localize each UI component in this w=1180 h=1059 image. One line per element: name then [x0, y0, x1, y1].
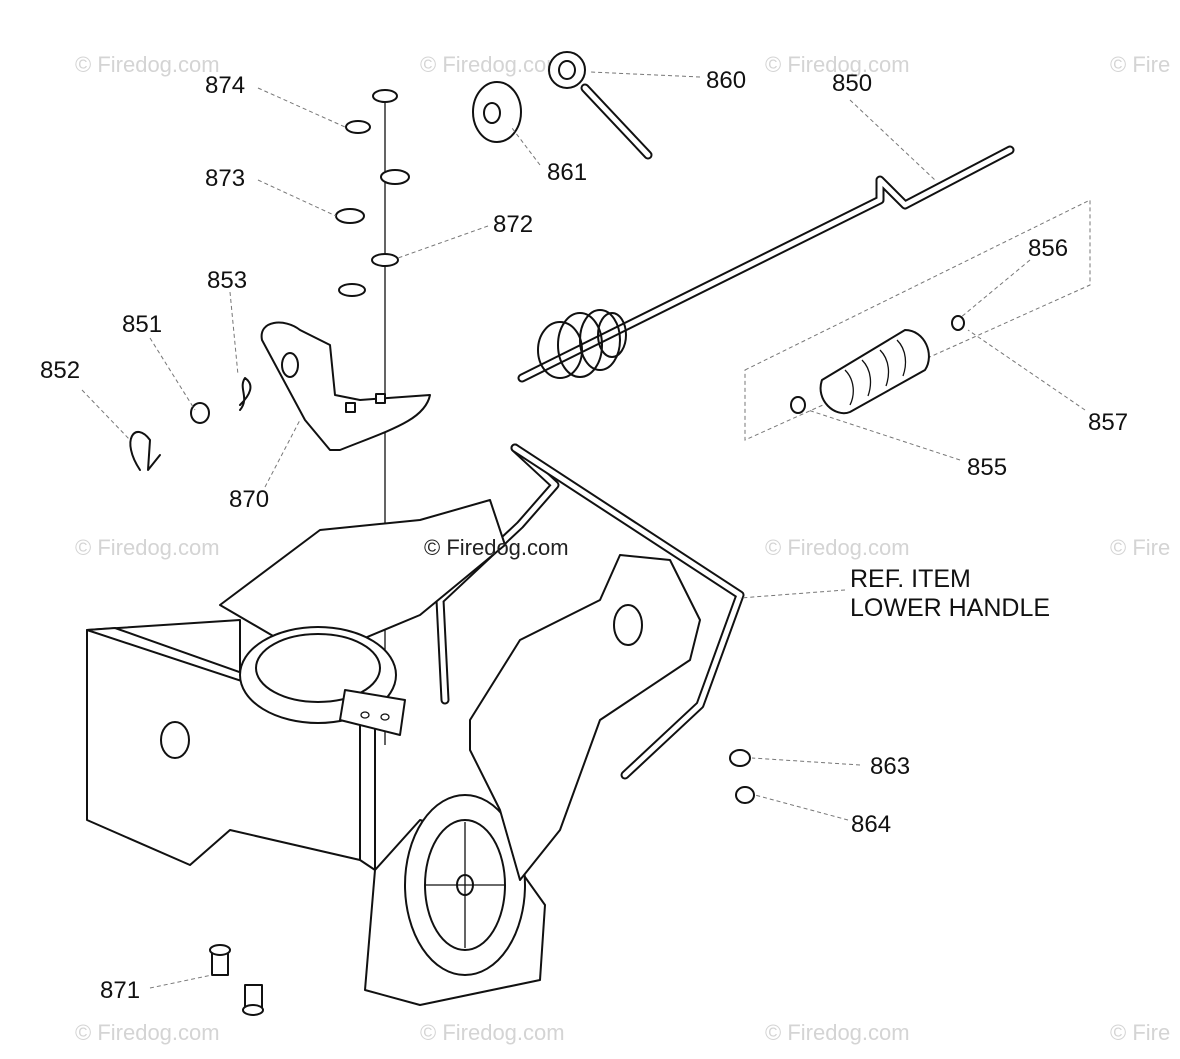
callout-labels: 874 873 872 853 851 852 870 861 860 850 …: [40, 67, 1128, 1004]
control-rod-850: [517, 145, 1015, 383]
bracket-870: [260, 321, 431, 451]
spacer-861: [472, 81, 522, 143]
washer-stack-low: [338, 283, 366, 297]
bolt-863: [729, 749, 751, 767]
nut-864: [735, 786, 755, 804]
callout-871: 871: [100, 977, 140, 1004]
nut-874: [372, 89, 398, 103]
watermark: © Fire: [1110, 1020, 1170, 1045]
eyebolt-860: [548, 51, 653, 160]
watermark: © Firedog.com: [765, 52, 910, 77]
washer-851: [190, 402, 210, 424]
reference-note-line1: REF. ITEM: [850, 565, 971, 593]
spring: [537, 309, 627, 379]
watermark: © Firedog.com: [75, 1020, 220, 1045]
watermark: © Fire: [1110, 52, 1170, 77]
washer-872: [371, 253, 399, 267]
callout-857: 857: [1088, 409, 1128, 436]
hardware-stack: [335, 89, 410, 297]
side-plate-hole: [613, 604, 643, 646]
washer-873b: [335, 208, 365, 224]
auger-housing: [86, 499, 701, 1006]
bolt-871: [209, 944, 264, 1016]
callout-874: 874: [205, 72, 245, 99]
watermark: © Fire: [1110, 535, 1170, 560]
watermark: © Firedog.com: [420, 52, 565, 77]
callout-861: 861: [547, 159, 587, 186]
washer-874: [345, 120, 371, 134]
callout-853: 853: [207, 267, 247, 294]
watermark-layer: © Firedog.com © Firedog.com © Firedog.co…: [75, 52, 1170, 1045]
reference-note-line2: LOWER HANDLE: [850, 594, 1050, 622]
reference-note: REF. ITEM LOWER HANDLE: [850, 565, 1050, 622]
callout-872: 872: [493, 211, 533, 238]
watermark: © Firedog.com: [765, 535, 910, 560]
callout-855: 855: [967, 454, 1007, 481]
callout-851: 851: [122, 311, 162, 338]
handle-grip-assembly: [744, 199, 1091, 441]
watermark: © Firedog.com: [75, 52, 220, 77]
watermark: © Firedog.com: [420, 1020, 565, 1045]
washer-873a: [380, 169, 410, 185]
grip-856: [819, 329, 930, 415]
cap-857: [951, 315, 965, 331]
plug-855: [790, 396, 806, 414]
hairpin-852: [129, 431, 161, 471]
callout-864: 864: [851, 811, 891, 838]
callout-860: 860: [706, 67, 746, 94]
watermark-center: © Firedog.com: [424, 535, 569, 560]
callout-873: 873: [205, 165, 245, 192]
lower-handle: [435, 443, 745, 780]
callout-852: 852: [40, 357, 80, 384]
watermark: © Firedog.com: [765, 1020, 910, 1045]
clip-853: [239, 377, 252, 411]
callout-863: 863: [870, 753, 910, 780]
callout-850: 850: [832, 70, 872, 97]
watermark: © Firedog.com: [75, 535, 220, 560]
callout-856: 856: [1028, 235, 1068, 262]
leader-lines: [81, 71, 1086, 989]
callout-870: 870: [229, 486, 269, 513]
